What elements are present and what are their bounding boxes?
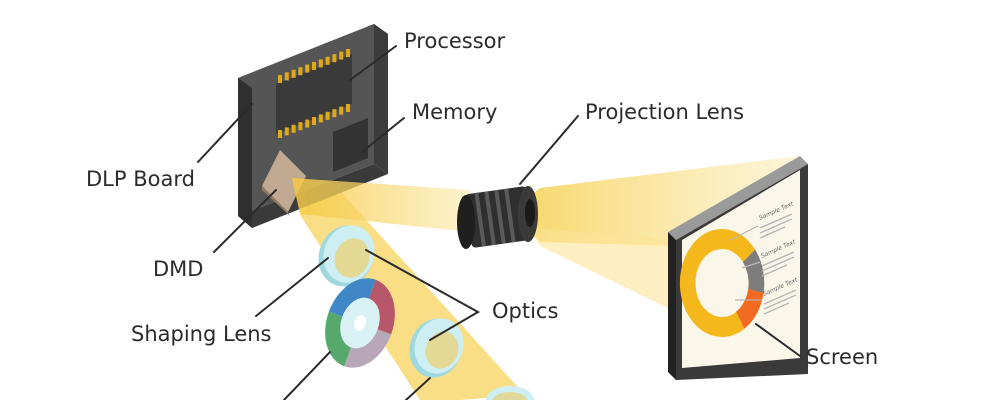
dmd-leader bbox=[213, 189, 277, 253]
chip-pin bbox=[305, 64, 310, 73]
shaping-lens-leader bbox=[255, 257, 329, 317]
label-screen: Screen bbox=[806, 345, 878, 369]
projection-lens bbox=[457, 186, 538, 249]
chip-pin bbox=[312, 62, 316, 70]
chip-pin bbox=[305, 119, 310, 128]
chip-pin bbox=[339, 106, 344, 115]
dmd-mirror bbox=[262, 150, 306, 216]
chip-pin bbox=[318, 114, 323, 123]
shaping-lens bbox=[318, 225, 375, 287]
chip-pin bbox=[332, 109, 337, 118]
screen-donut-chart bbox=[679, 229, 765, 337]
projection-lens-leader bbox=[519, 115, 579, 185]
memory-leader bbox=[361, 117, 405, 153]
chip-pin bbox=[298, 122, 303, 131]
chip-pin bbox=[346, 49, 350, 57]
chip-pin bbox=[332, 54, 337, 63]
chip-pin bbox=[298, 67, 303, 76]
chip-pin bbox=[291, 124, 296, 133]
label-memory: Memory bbox=[412, 100, 497, 124]
screen-leader bbox=[755, 323, 801, 357]
chip-pin bbox=[318, 59, 323, 68]
chip-pins-bottom bbox=[278, 104, 350, 138]
memory-chip bbox=[333, 118, 368, 172]
chip-pins-top bbox=[278, 49, 350, 83]
color-wheel bbox=[325, 278, 395, 368]
optics-leader bbox=[365, 249, 481, 341]
label-dlp-board: DLP Board bbox=[86, 167, 195, 191]
chip-pin bbox=[312, 117, 316, 125]
chip-pin bbox=[278, 130, 282, 138]
dlp-board-leader bbox=[197, 103, 253, 163]
chip-pin bbox=[291, 69, 296, 78]
label-processor: Processor bbox=[404, 29, 506, 53]
label-projection-lens: Projection Lens bbox=[585, 100, 744, 124]
chip-pin bbox=[284, 127, 289, 136]
chip-pin bbox=[325, 56, 330, 65]
chip-pin bbox=[284, 72, 289, 81]
processor-chip bbox=[276, 49, 352, 138]
label-optics: Optics bbox=[492, 299, 558, 323]
light-beam-to-lens bbox=[292, 178, 470, 232]
processor-leader bbox=[349, 45, 397, 81]
color-wheel-leader bbox=[283, 351, 331, 400]
chip-pin bbox=[325, 111, 330, 120]
optics-lens-1 bbox=[409, 318, 464, 378]
label-dmd: DMD bbox=[153, 257, 203, 281]
chip-pin bbox=[278, 75, 282, 83]
chip-pin bbox=[346, 104, 350, 112]
chip-pin bbox=[339, 51, 344, 60]
label-shaping-lens: Shaping Lens bbox=[131, 322, 272, 346]
optics-lens-2 bbox=[486, 386, 534, 400]
optics-lens-leader bbox=[405, 377, 431, 400]
